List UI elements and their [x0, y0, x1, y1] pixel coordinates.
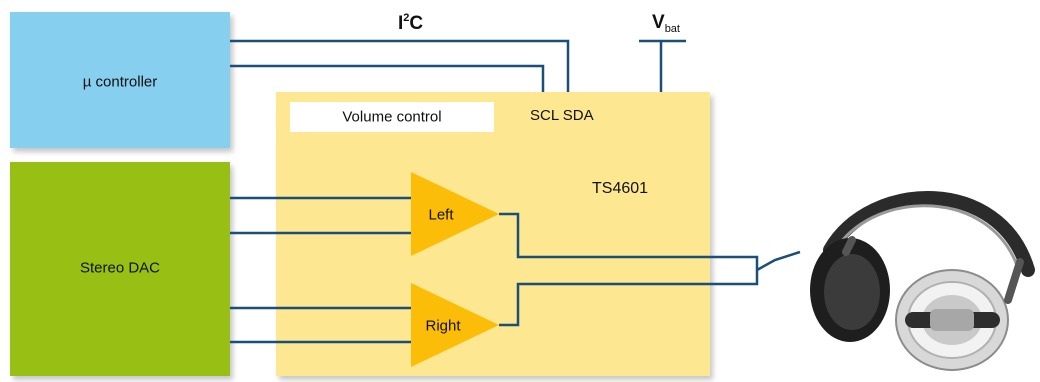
chip-name-label: TS4601 [592, 180, 649, 197]
microcontroller-block [10, 12, 230, 148]
i2c-suffix: C [409, 13, 424, 34]
i2c-wire-sda [230, 39, 570, 92]
headphones-image [810, 191, 1035, 371]
volume-control-box [290, 102, 494, 132]
volume-control-label: Volume control [342, 108, 442, 126]
amp-left-label: Left [428, 206, 454, 224]
vbat-subscript: bat [664, 23, 680, 35]
headphone-cable [756, 250, 801, 272]
scl-sda-label: SCL SDA [530, 107, 594, 124]
i2c-label: I2C [398, 12, 423, 35]
i2c-wire-scl [230, 64, 545, 92]
amp-left-triangle [411, 172, 499, 256]
stereo-dac-label: Stereo DAC [79, 259, 161, 277]
i2c-prefix: I [398, 13, 404, 34]
amp-right-label: Right [425, 317, 461, 335]
wires [230, 39, 801, 344]
left-output-wire [499, 212, 759, 327]
stereo-dac-block [10, 162, 230, 376]
vbat-main: V [652, 12, 665, 33]
i2c-superscript: 2 [403, 12, 410, 24]
microcontroller-label: µ controller [82, 73, 158, 91]
vbat-label: Vbat [652, 12, 680, 35]
amp-right-triangle [411, 283, 499, 367]
